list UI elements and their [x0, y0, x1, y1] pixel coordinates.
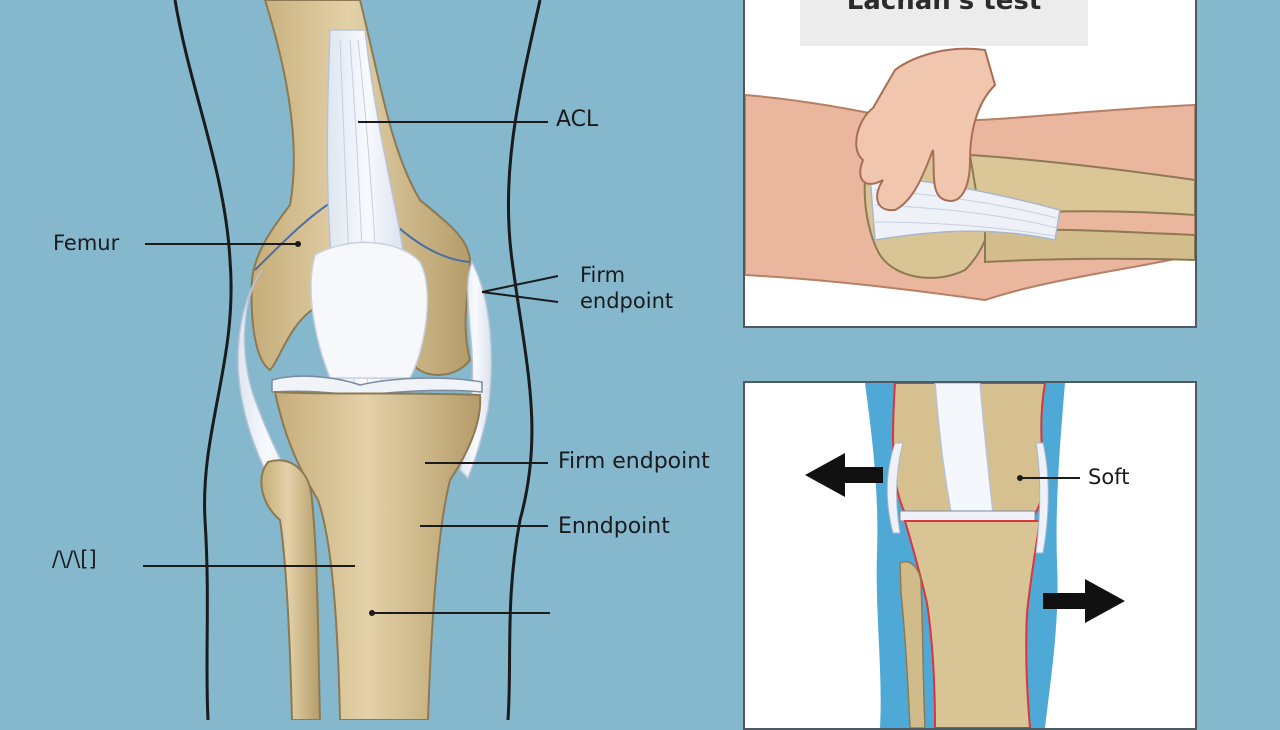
label-soft: Soft [1088, 465, 1130, 489]
tibia-inset [903, 520, 1042, 728]
joint-capsule [310, 241, 429, 379]
collateral-left-inset [886, 442, 904, 534]
tibia-dot [369, 610, 375, 616]
lachman-test-illustration [745, 47, 1195, 302]
tibia-bone [273, 390, 482, 720]
label-tibia-symbol: /\/\[] [52, 547, 97, 571]
leader-lines [143, 121, 559, 614]
label-femur: Femur [53, 231, 120, 255]
lachman-test-panel: Lachan's test [743, 0, 1197, 328]
soft-endpoint-panel: Soft [743, 381, 1197, 730]
left-arrow-icon [805, 453, 883, 497]
collateral-right-inset [1035, 442, 1049, 554]
firm-endpoint-leader-b [481, 291, 559, 303]
firm-endpoint-leader-a [481, 275, 559, 293]
examiner-hand [855, 47, 997, 212]
joint-line-inset [899, 510, 1036, 522]
fibula-inset [899, 561, 926, 728]
lateral-collateral-ligament [459, 260, 493, 480]
ligament-band-inset [869, 174, 1061, 241]
soft-dot [1017, 475, 1023, 481]
label-firm-endpoint-line1: Firm [580, 263, 626, 287]
fibula-bone [260, 459, 322, 720]
label-acl: ACL [556, 107, 599, 132]
label-firm-endpoint-line2: endpoint [580, 289, 674, 313]
lachman-title: Lachan's test [800, 0, 1088, 46]
leg-outline-right [506, 0, 542, 720]
femur-dot [295, 241, 301, 247]
right-arrow-icon [1043, 579, 1125, 623]
leg-outline-left [173, 0, 233, 720]
soft-endpoint-illustration [805, 383, 1125, 728]
label-endpoint: Enndpoint [558, 514, 670, 539]
label-firm-endpoint-2: Firm endpoint [558, 449, 710, 474]
